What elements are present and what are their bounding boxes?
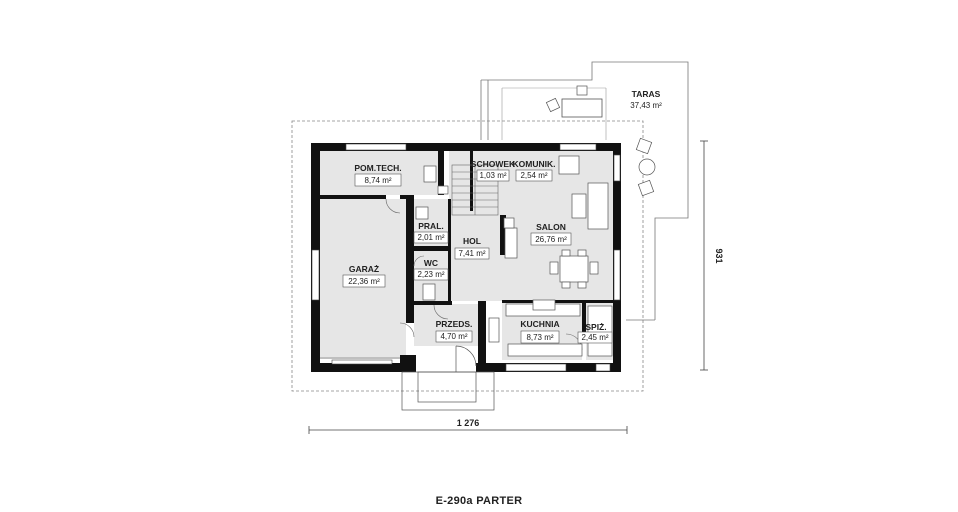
room-area-kuchnia: 8,73 m² [526, 333, 553, 342]
room-name-wc: WC [424, 258, 438, 268]
room-area-spiz: 2,45 m² [581, 333, 608, 342]
room-area-salon: 26,76 m² [535, 235, 567, 244]
room-name-komunik: KOMUNIK. [513, 159, 556, 169]
room-name-pomtech: POM.TECH. [354, 163, 401, 173]
entrance [320, 345, 495, 411]
room-name-spiz: SPIŻ. [585, 322, 606, 332]
room-name-przeds: PRZEDS. [436, 319, 473, 329]
room-area-przeds: 4,70 m² [440, 332, 467, 341]
room-area-schowek: 1,03 m² [479, 171, 506, 180]
room-name-taras: TARAS [632, 89, 661, 99]
room-area-hol: 7,41 m² [458, 249, 485, 258]
room-area-pomtech: 8,74 m² [364, 176, 391, 185]
room-area-komunik: 2,54 m² [520, 171, 547, 180]
room-name-hol: HOL [463, 236, 481, 246]
room-area-pral: 2,01 m² [417, 233, 444, 242]
drawing-caption: E-290a PARTER [435, 495, 523, 507]
windows [311, 143, 621, 372]
dimension-lines [308, 140, 708, 434]
room-name-schowek: SCHOWEK [471, 159, 516, 169]
room-area-wc: 2,23 m² [417, 270, 444, 279]
room-name-garaz: GARAŻ [349, 264, 379, 274]
terrace [480, 61, 689, 321]
room-name-salon: SALON [536, 222, 566, 232]
room-area-garaz: 22,36 m² [348, 277, 380, 286]
room-name-pral: PRAL. [418, 221, 444, 231]
width-dimension: 1 276 [457, 418, 480, 428]
depth-dimension: 931 [714, 248, 724, 263]
roof-outline [291, 120, 644, 392]
room-name-kuchnia: KUCHNIA [520, 319, 559, 329]
furniture [415, 155, 613, 357]
room-area-taras: 37,43 m² [630, 101, 662, 110]
